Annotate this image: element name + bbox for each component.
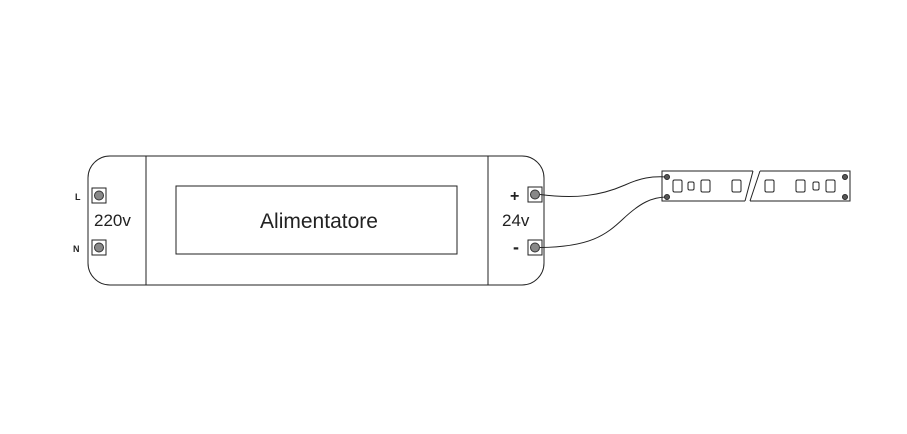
terminal-minus bbox=[527, 239, 543, 256]
terminal-l-label: L bbox=[75, 192, 81, 202]
power-supply-body bbox=[145, 155, 489, 286]
terminal-l bbox=[91, 187, 107, 204]
input-voltage-label: 220v bbox=[94, 211, 131, 230]
terminal-n-label: N bbox=[73, 244, 80, 254]
power-supply-label: Alimentatore bbox=[260, 210, 378, 233]
terminal-plus bbox=[527, 186, 543, 203]
power-supply-label-box bbox=[175, 185, 458, 255]
terminal-plus-label: + bbox=[510, 188, 519, 205]
terminal-minus-label: - bbox=[513, 237, 519, 257]
terminal-n bbox=[91, 239, 107, 256]
led-strip-icon bbox=[661, 170, 851, 202]
wire-positive bbox=[539, 176, 668, 198]
wire-negative bbox=[539, 196, 668, 248]
output-voltage-label: 24v bbox=[502, 211, 530, 230]
